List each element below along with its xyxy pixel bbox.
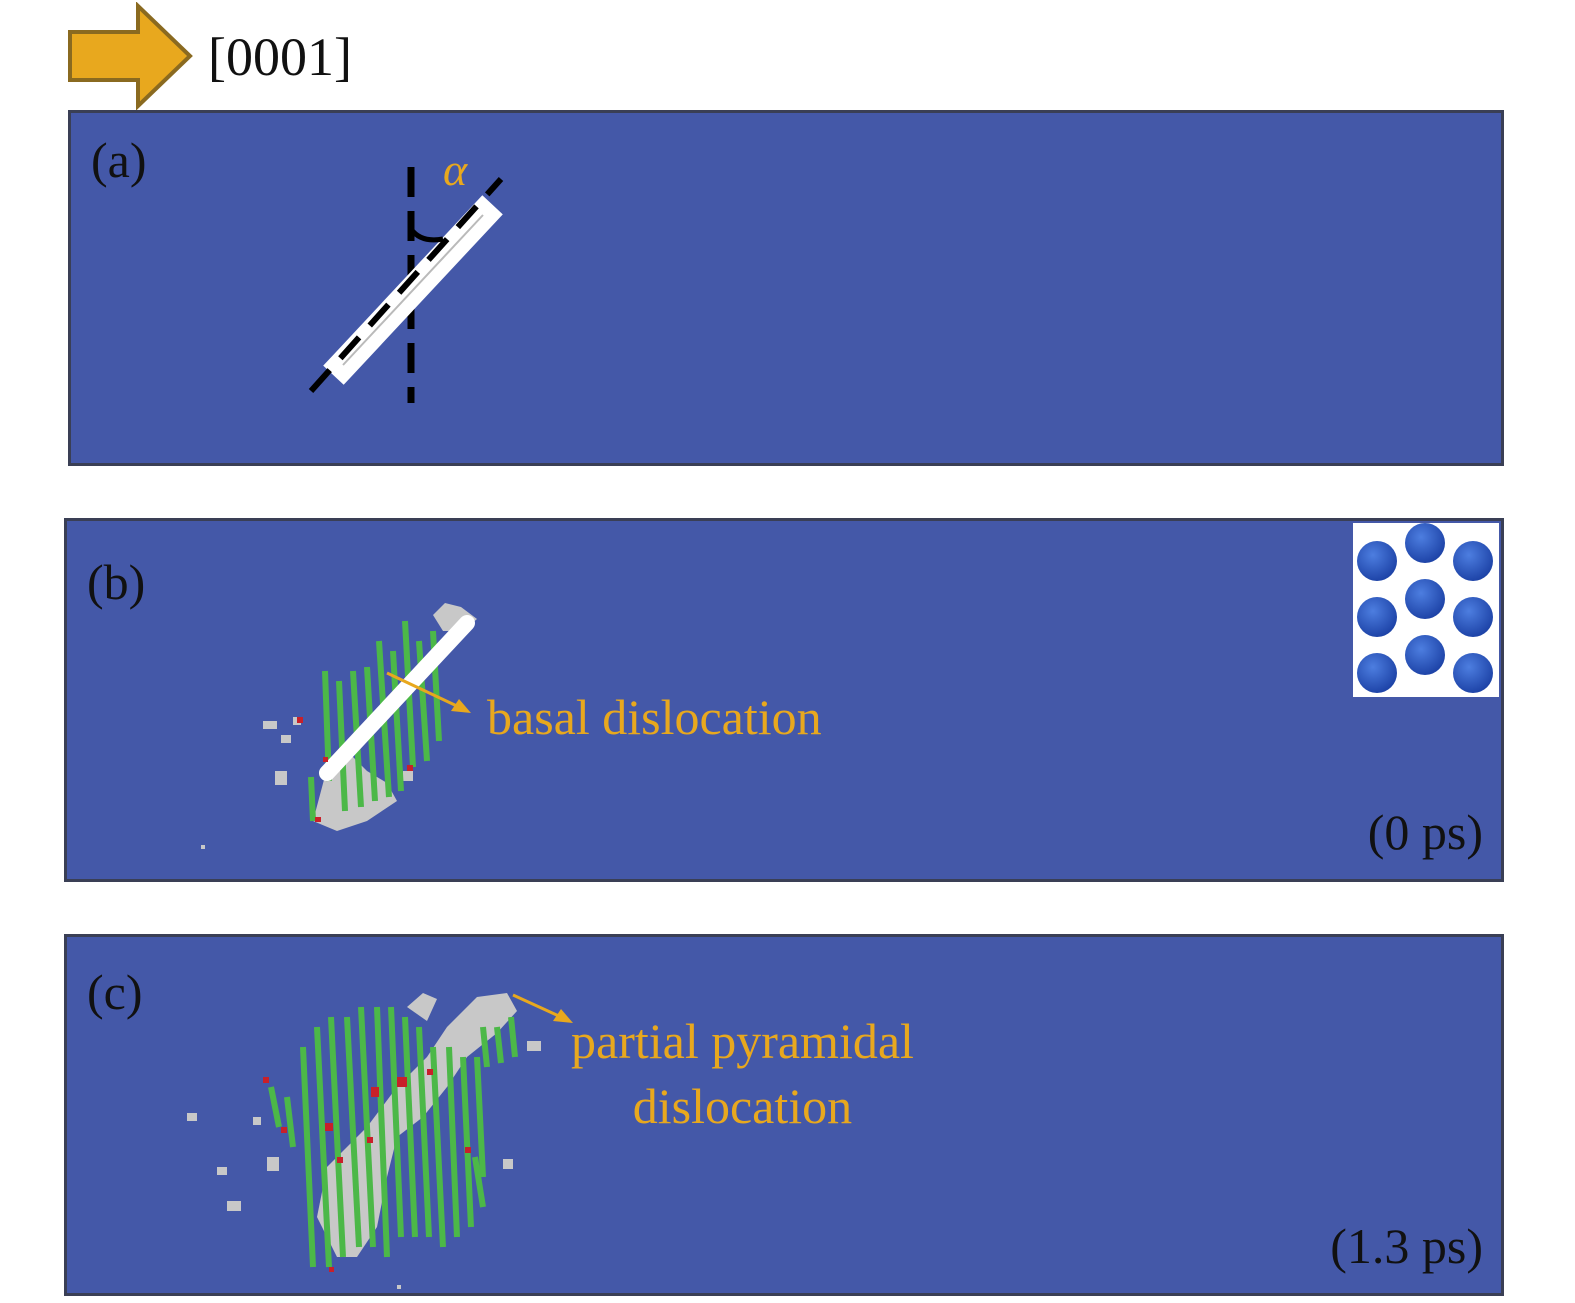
panel-a-label: (a) [91, 132, 147, 188]
dislocation-lines [268, 1006, 518, 1268]
panel-c-label: (c) [87, 964, 143, 1020]
defect-atom-cluster [187, 993, 541, 1289]
angle-alpha-symbol: α [443, 144, 468, 195]
panel-a: (a) α [68, 110, 1504, 466]
angle-arc [408, 227, 444, 243]
pyramidal-label-line1: partial pyramidal [571, 1013, 914, 1069]
annotation-arrow [386, 671, 460, 709]
time-stamp: (0 ps) [1367, 804, 1483, 860]
panel-c: (c) [64, 934, 1504, 1296]
annotation-arrowhead [553, 1009, 573, 1023]
annotation-arrow [512, 993, 562, 1019]
crack-bar [319, 615, 475, 781]
direction-arrow-icon [66, 1, 196, 111]
inclined-reference-line [308, 176, 504, 394]
crystal-direction-label: [0001] [208, 27, 352, 87]
highlight-atoms [263, 1069, 471, 1272]
time-stamp: (1.3 ps) [1330, 1218, 1483, 1274]
hcp-atom-lattice [1357, 523, 1493, 693]
panel-b-label: (b) [87, 554, 146, 610]
pyramidal-dislocation-label: partial pyramidal dislocation [571, 1009, 914, 1139]
pyramidal-label-line2: dislocation [632, 1078, 853, 1134]
highlight-atoms [297, 717, 413, 822]
basal-dislocation-label: basal dislocation [487, 689, 822, 745]
panel-b: (b) basal dislocation [64, 518, 1504, 882]
crack-diagram [308, 167, 504, 403]
basal-dislocation-snapshot [201, 603, 477, 849]
atomic-structure-inset [1353, 523, 1499, 697]
crack-bar [323, 195, 503, 385]
annotation-arrowhead [451, 699, 471, 713]
pyramidal-dislocation-snapshot [187, 993, 573, 1289]
